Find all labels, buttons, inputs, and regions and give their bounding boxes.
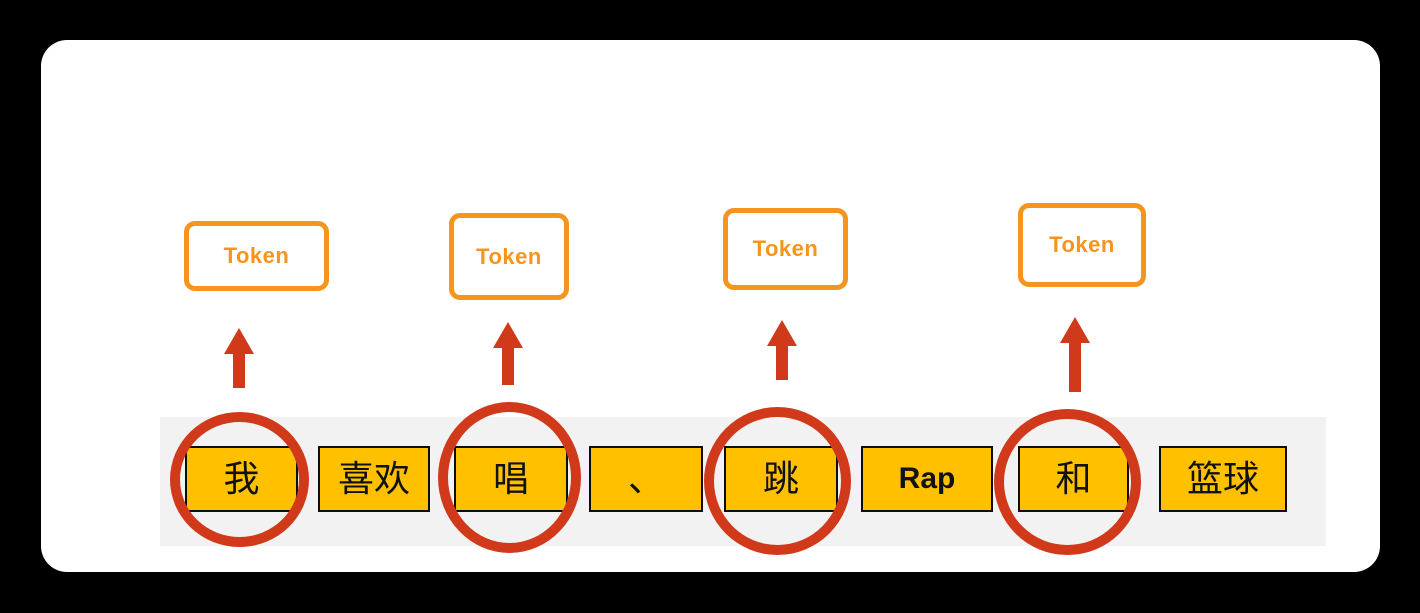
word-box-xihuan: 喜欢 — [318, 446, 430, 512]
word-label: Rap — [898, 462, 956, 495]
word-box-comma: 、 — [589, 446, 703, 512]
slide-card: 我 喜欢 唱 、 跳 Rap 和 篮球 Token — [41, 40, 1380, 572]
arrow-head — [224, 328, 254, 354]
token-label: Token — [752, 236, 819, 261]
up-arrow-icon — [224, 328, 254, 388]
arrow-head — [493, 322, 523, 348]
token-label: Token — [1049, 232, 1115, 257]
word-label: 喜欢 — [337, 459, 410, 499]
token-label: Token — [223, 243, 290, 268]
highlight-circle-icon — [170, 412, 309, 547]
arrow-shaft — [502, 348, 514, 385]
arrow-shaft — [1069, 343, 1081, 392]
up-arrow-icon — [1060, 317, 1090, 392]
arrow-shaft — [233, 354, 245, 388]
word-label: 、 — [627, 459, 664, 499]
highlight-circle-icon — [438, 402, 581, 553]
word-box-lanqiu: 篮球 — [1159, 446, 1287, 512]
arrow-head — [767, 320, 797, 346]
highlight-circle-icon — [704, 407, 851, 555]
arrow-shaft — [776, 346, 788, 380]
token-box: Token — [184, 221, 329, 291]
token-box: Token — [449, 213, 569, 300]
word-box-rap: Rap — [861, 446, 993, 512]
token-label: Token — [476, 243, 542, 269]
word-label: 篮球 — [1186, 459, 1259, 499]
arrow-head — [1060, 317, 1090, 343]
token-box: Token — [723, 208, 848, 290]
up-arrow-icon — [493, 322, 523, 385]
highlight-circle-icon — [994, 409, 1141, 555]
token-box: Token — [1018, 203, 1146, 287]
up-arrow-icon — [767, 320, 797, 380]
